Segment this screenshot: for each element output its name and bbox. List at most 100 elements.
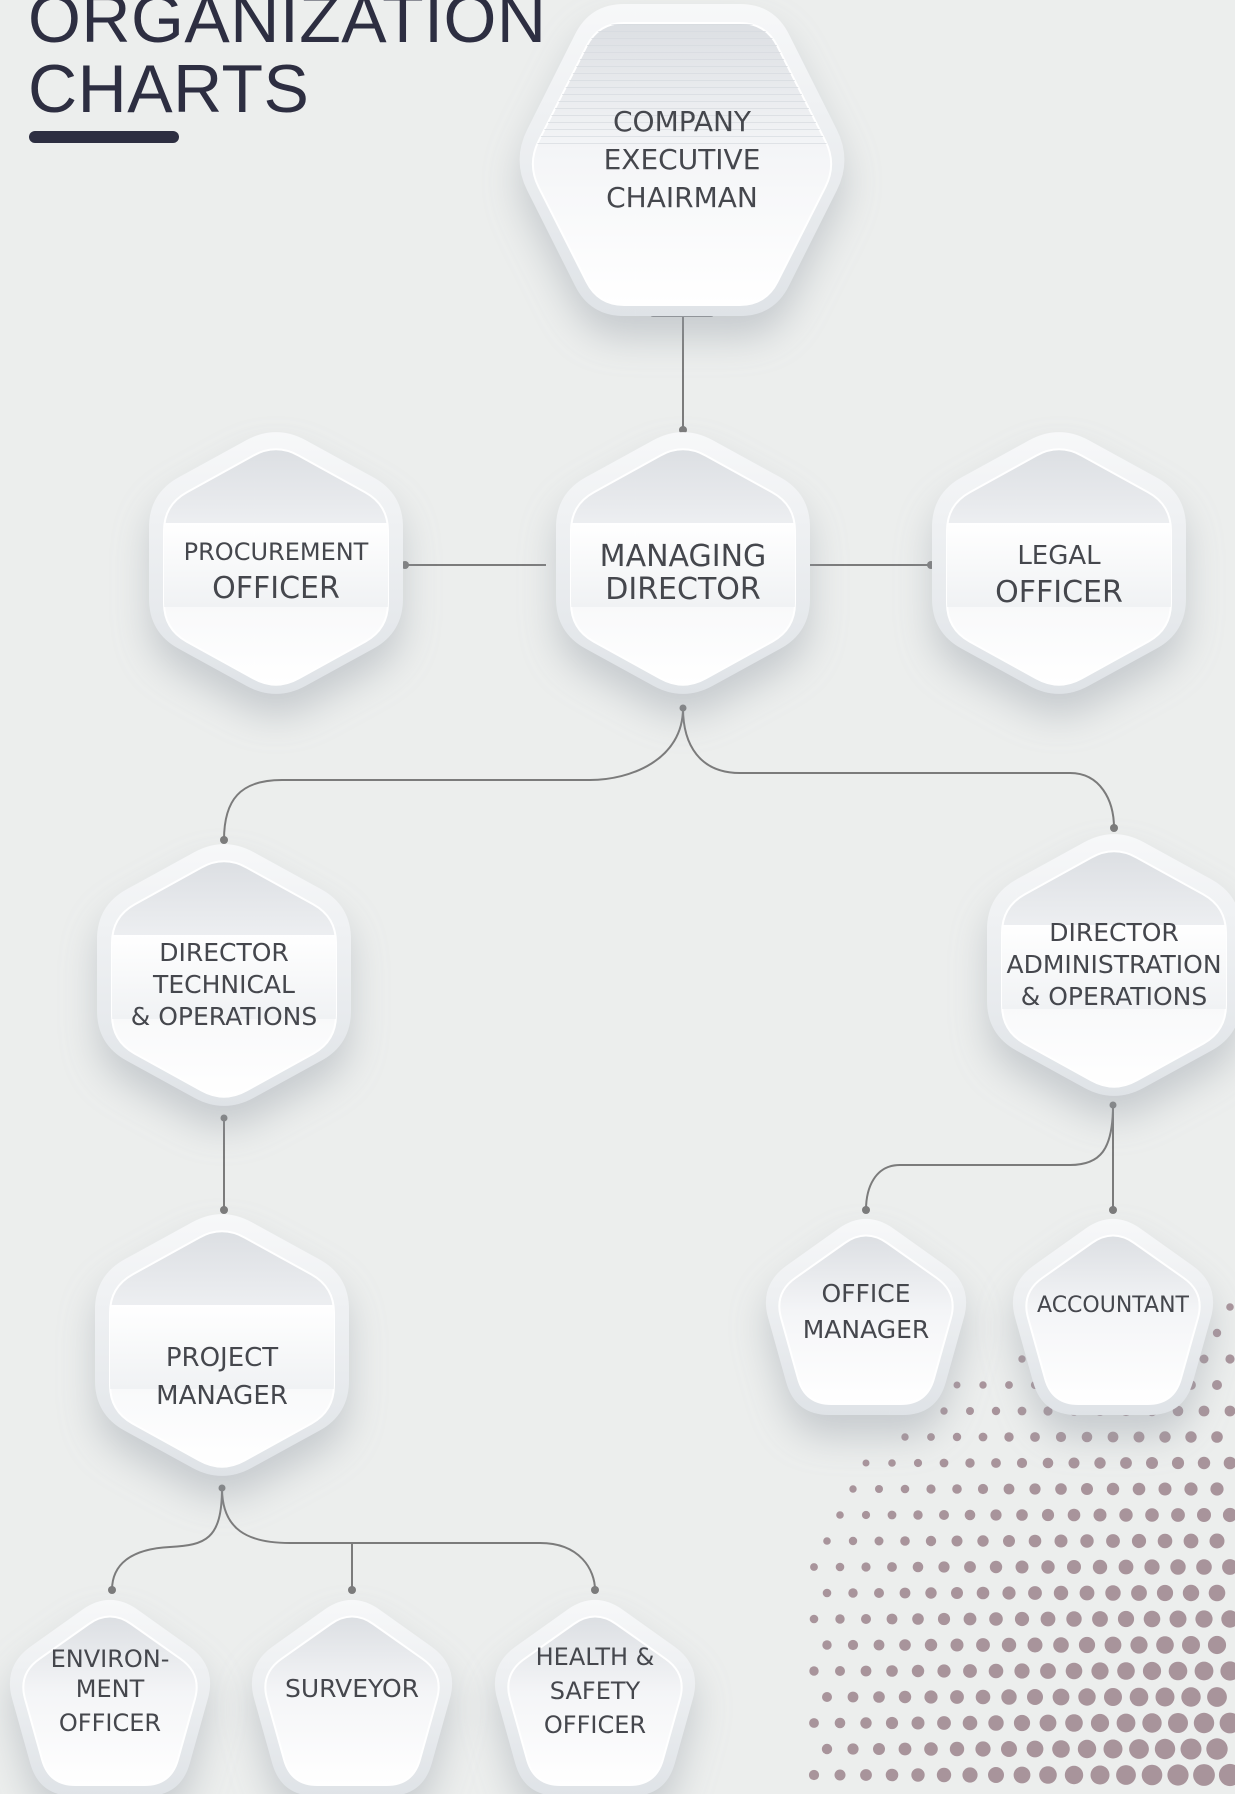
decor-dot [1090, 1765, 1110, 1785]
decor-dot [1222, 1559, 1235, 1575]
decor-dot [964, 1509, 976, 1521]
node-health [494, 1599, 696, 1794]
decor-dot [1013, 1714, 1031, 1732]
decor-dot [847, 1639, 859, 1651]
decor-dot [975, 1689, 991, 1705]
decor-dot [1183, 1533, 1199, 1549]
decor-dot [1145, 1508, 1159, 1522]
decor-dot [1182, 1636, 1200, 1654]
decor-dot [1003, 1535, 1015, 1547]
decor-dot [1014, 1663, 1030, 1679]
decor-dot [901, 1433, 909, 1441]
connector-dot [108, 1586, 116, 1594]
connector-line [865, 1104, 1114, 1211]
decor-dot [1002, 1586, 1016, 1600]
decor-dot [1014, 1611, 1030, 1627]
decor-dot [939, 1458, 949, 1468]
decor-dot [963, 1664, 977, 1678]
decor-dot [1030, 1432, 1040, 1442]
decor-dot [900, 1484, 910, 1494]
decor-dot [1211, 1431, 1223, 1443]
decor-dot [1117, 1610, 1135, 1628]
decor-dot [1197, 1456, 1211, 1470]
decor-dot [1156, 1584, 1174, 1602]
decor-dot [949, 1741, 965, 1757]
decor-dot [900, 1536, 910, 1546]
decor-dot [1080, 1534, 1094, 1548]
decor-dot [966, 1407, 974, 1415]
decor-dot [1079, 1585, 1095, 1601]
decor-dot [862, 1459, 870, 1467]
decor-dot [1052, 1740, 1070, 1758]
decor-dot [809, 1666, 819, 1676]
decor-dot [1219, 1712, 1235, 1734]
connector-dot [220, 836, 228, 844]
decor-dot [950, 1690, 964, 1704]
decor-dot [1116, 1765, 1136, 1785]
title-line-1: ORGANIZATION [28, 0, 547, 57]
node-surveyor [251, 1599, 453, 1794]
decor-dot [976, 1638, 990, 1652]
decor-dot [1180, 1738, 1202, 1760]
decor-dot [1199, 1354, 1209, 1364]
decor-dot [1141, 1764, 1163, 1786]
decor-dot [977, 1535, 989, 1547]
page-title: ORGANIZATION CHARTS [28, 0, 547, 124]
decor-dot [952, 1432, 962, 1442]
decor-dot [912, 1613, 924, 1625]
decor-dot [834, 1717, 846, 1729]
decor-dot [1029, 1483, 1041, 1495]
decor-dot [1077, 1739, 1097, 1759]
decor-dot [1208, 1584, 1226, 1602]
title-line-2: CHARTS [28, 51, 310, 127]
decor-dot [1193, 1764, 1215, 1786]
decor-dot [1184, 1482, 1198, 1496]
decor-dot [926, 1484, 936, 1494]
node-chairman [519, 4, 845, 316]
decor-dot [1118, 1559, 1134, 1575]
decor-dot [1159, 1431, 1171, 1443]
connector-line [111, 1487, 223, 1591]
decor-dot [1117, 1662, 1135, 1680]
decor-dot [1064, 1765, 1084, 1785]
decor-dot [809, 1718, 819, 1728]
decor-dot [874, 1536, 884, 1546]
decor-dot [1171, 1508, 1185, 1522]
decor-dot [809, 1614, 819, 1624]
connector-dot [679, 704, 687, 712]
decor-dot [1104, 1636, 1122, 1654]
decor-dot [848, 1536, 858, 1546]
decor-dot [950, 1638, 964, 1652]
decor-dot [1155, 1687, 1175, 1707]
decor-dot [887, 1562, 897, 1572]
decor-dot [924, 1742, 938, 1756]
decor-dot [911, 1716, 925, 1730]
decor-dot [1005, 1381, 1013, 1389]
decor-dot [1027, 1637, 1043, 1653]
decor-dot [1170, 1559, 1186, 1575]
decor-dot [1001, 1741, 1017, 1757]
decor-dot [886, 1665, 898, 1677]
node-accountant [1012, 1218, 1214, 1415]
decor-dot [834, 1769, 846, 1781]
decor-dot [1194, 1661, 1214, 1681]
decor-dot [924, 1690, 938, 1704]
decor-dot [874, 1588, 884, 1598]
decor-dot [849, 1485, 857, 1493]
decor-dot [912, 1561, 924, 1573]
decor-dot [978, 1432, 988, 1442]
decor-dot [1039, 1766, 1057, 1784]
connector-dot [679, 426, 687, 434]
decor-dot [1172, 1405, 1184, 1417]
decor-dot [937, 1612, 951, 1626]
decor-dot [1209, 1533, 1225, 1549]
decor-dot [1066, 1611, 1082, 1627]
decor-dot [1093, 1508, 1107, 1522]
decor-dot [1041, 1560, 1055, 1574]
decor-dot [1120, 1457, 1132, 1469]
decor-dot [1133, 1431, 1145, 1443]
decor-dot [1103, 1739, 1123, 1759]
decor-dot [1221, 1610, 1235, 1628]
decor-dot [977, 1483, 989, 1495]
decor-dot [1129, 1687, 1149, 1707]
